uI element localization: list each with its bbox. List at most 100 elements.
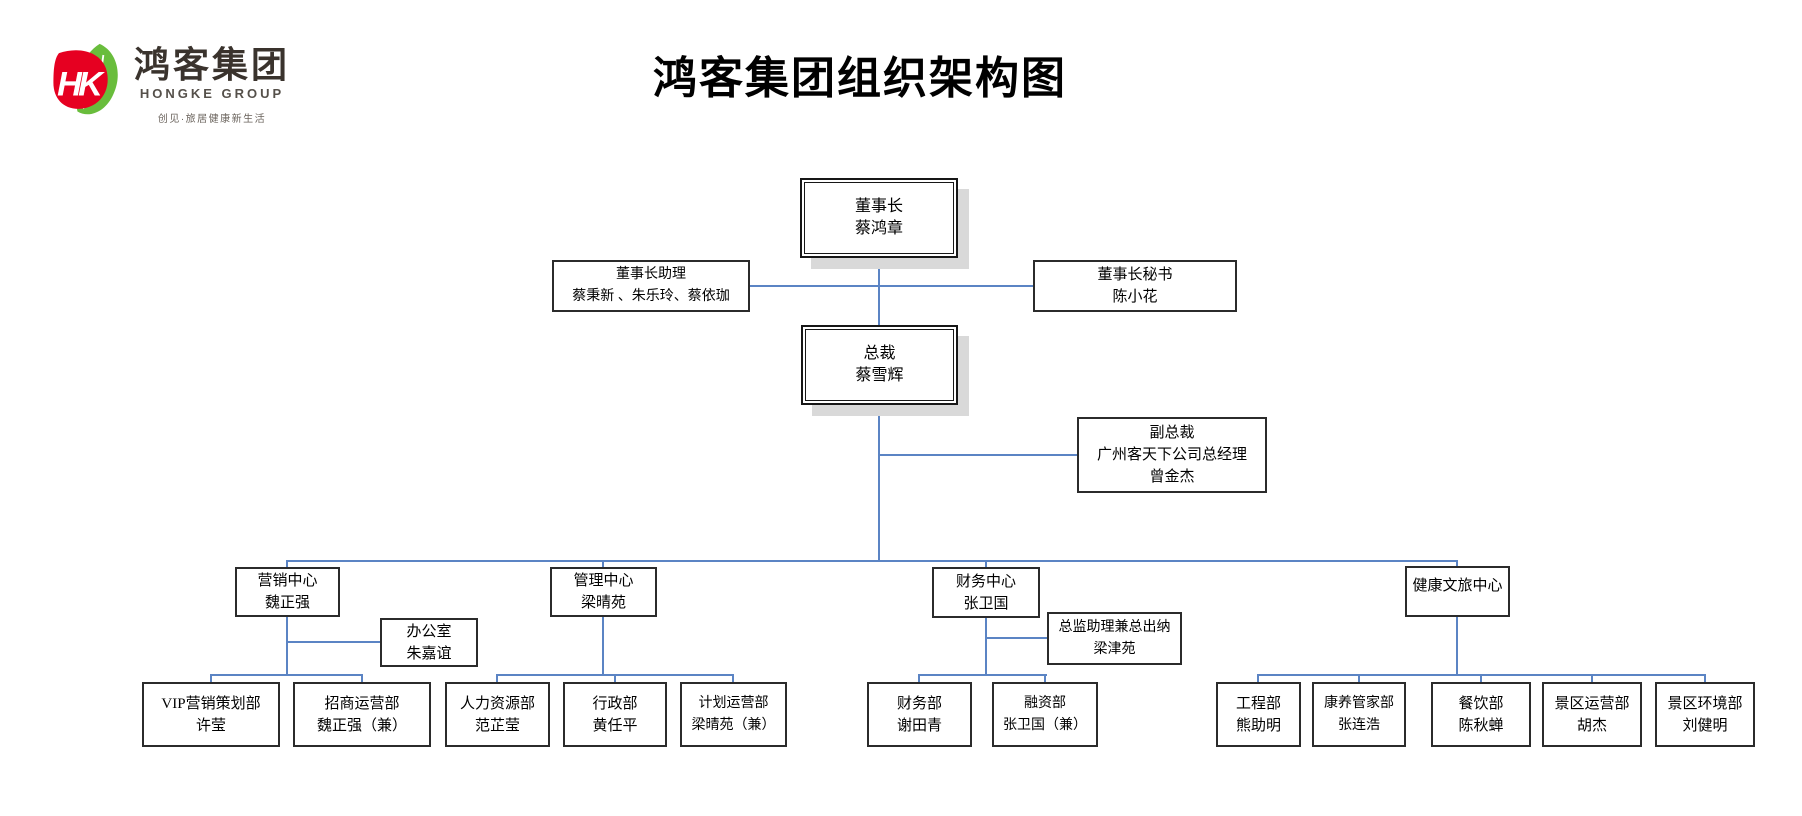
connector-line [496, 674, 498, 683]
org-box-label: 刘健明 [1682, 717, 1728, 734]
connector-line [1591, 674, 1593, 683]
org-box-health-tourism-center: 健康文旅中心 [1405, 566, 1510, 617]
org-box-label: 蔡鸿章 [854, 220, 903, 237]
org-box-chairman-assistant: 董事长助理蔡秉新 、朱乐玲、蔡依珈 [552, 260, 750, 312]
org-box-finance-center: 财务中心张卫国 [932, 567, 1040, 618]
logo-cn-name: 鸿客集团 [133, 44, 290, 85]
connector-line [1704, 674, 1706, 683]
org-box-label: 陈秋蝉 [1458, 717, 1504, 734]
org-box-label: 张连浩 [1338, 717, 1380, 733]
connector-line [985, 560, 987, 568]
connector-line [286, 641, 382, 643]
connector-line [361, 674, 363, 683]
page-title: 鸿客集团组织架构图 [653, 54, 1067, 103]
org-box-label: 蔡雪辉 [855, 367, 904, 384]
org-box-label: 总监助理兼总出纳 [1058, 619, 1171, 635]
org-box-label: 广州客天下公司总经理 [1096, 447, 1247, 463]
org-box-label: 陈小花 [1112, 289, 1158, 305]
connector-line [1456, 560, 1458, 567]
org-box-label: 工程部 [1235, 695, 1281, 712]
org-box-label: VIP营销策划部 [161, 695, 261, 712]
connector-line [286, 560, 1458, 562]
org-box-label: 许莹 [195, 717, 226, 734]
org-box-chairman: 董事长蔡鸿章 [800, 178, 958, 258]
connector-line [878, 258, 880, 325]
org-box-label: 梁晴苑 [580, 595, 626, 611]
org-box-investment-ops-dept: 招商运营部魏正强（兼） [293, 682, 431, 747]
org-box-label: 黄任平 [592, 717, 638, 734]
org-box-label: 行政部 [592, 695, 638, 712]
org-box-hr-dept: 人力资源部范芷莹 [445, 682, 550, 747]
org-box-label: 董事长 [854, 198, 903, 215]
org-box-marketing-center: 营销中心魏正强 [235, 567, 340, 617]
org-box-label: 魏正强 [264, 595, 310, 611]
connector-line [918, 674, 920, 683]
org-box-label: 胡杰 [1576, 717, 1607, 734]
org-box-label: 魏正强（兼） [316, 717, 407, 734]
org-box-label: 谢田青 [896, 717, 942, 734]
org-box-label: 张卫国（兼） [1003, 717, 1087, 733]
connector-line [879, 454, 1077, 456]
org-box-label: 梁津苑 [1093, 641, 1136, 657]
org-box-treasurer-assistant: 总监助理兼总出纳梁津苑 [1047, 612, 1182, 665]
connector-line [749, 285, 1034, 287]
org-box-scenic-ops-dept: 景区运营部胡杰 [1542, 682, 1642, 747]
org-box-label: 董事长秘书 [1097, 267, 1173, 283]
org-box-label: 管理中心 [573, 573, 634, 589]
org-box-label: 办公室 [406, 623, 452, 640]
org-box-president: 总裁蔡雪辉 [801, 325, 958, 405]
org-box-wellness-butler-dept: 康养管家部张连浩 [1312, 682, 1406, 747]
connector-line [1044, 674, 1046, 683]
connector-line [1358, 674, 1360, 683]
org-box-label: 景区环境部 [1667, 695, 1743, 712]
connector-line [985, 637, 1048, 639]
connector-line [918, 674, 1047, 676]
connector-line [286, 560, 288, 568]
org-box-label: 财务部 [896, 695, 942, 712]
connector-line [614, 674, 616, 683]
org-box-label: 朱嘉谊 [406, 645, 452, 662]
connector-line [878, 405, 880, 562]
org-box-label: 计划运营部 [698, 695, 769, 711]
org-box-label: 营销中心 [257, 573, 318, 589]
org-box-label: 梁晴苑（兼） [691, 717, 776, 733]
org-box-label: 副总裁 [1149, 425, 1195, 441]
connector-line [732, 674, 734, 683]
org-box-catering-dept: 餐饮部陈秋蝉 [1431, 682, 1531, 747]
connector-line [1480, 674, 1482, 683]
org-box-label: 招商运营部 [324, 695, 400, 712]
connector-line [1257, 674, 1259, 683]
org-box-label: 景区运营部 [1554, 695, 1630, 712]
logo-slogan: 创见·旅居健康新生活 [157, 114, 267, 125]
org-box-office: 办公室朱嘉谊 [380, 618, 478, 667]
connector-line [210, 674, 363, 676]
org-box-label: 健康文旅中心 [1412, 578, 1503, 594]
org-box-label: 曾金杰 [1149, 469, 1195, 485]
org-box-label: 范芷莹 [474, 717, 520, 734]
connector-line [1456, 617, 1458, 676]
org-box-vip-marketing-dept: VIP营销策划部许莹 [142, 682, 280, 747]
org-box-label: 餐饮部 [1458, 695, 1504, 712]
org-box-vice-president: 副总裁广州客天下公司总经理曾金杰 [1077, 417, 1267, 493]
org-box-chairman-secretary: 董事长秘书陈小花 [1033, 260, 1237, 312]
org-box-label: 总裁 [863, 345, 896, 362]
hongke-logo-icon: HK [46, 42, 120, 118]
connector-line [985, 618, 987, 676]
org-box-label: 张卫国 [963, 595, 1009, 612]
connector-line [210, 674, 212, 683]
org-box-label: 熊助明 [1235, 717, 1281, 734]
org-box-label: 蔡秉新 、朱乐玲、蔡依珈 [572, 289, 730, 304]
logo-text-block: 鸿客集团 HONGKE GROUP 创见·旅居健康新生活 [130, 44, 294, 126]
org-box-label: 康养管家部 [1324, 695, 1394, 711]
org-box-label: 董事长助理 [616, 267, 686, 282]
org-box-engineering-dept: 工程部熊助明 [1216, 682, 1301, 747]
org-box-finance-dept: 财务部谢田青 [867, 682, 972, 747]
connector-line [602, 617, 604, 676]
org-box-scenic-env-dept: 景区环境部刘健明 [1655, 682, 1755, 747]
org-box-financing-dept: 融资部张卫国（兼） [992, 682, 1098, 747]
connector-line [602, 560, 604, 568]
org-box-label: 人力资源部 [459, 695, 535, 712]
org-box-management-center: 管理中心梁晴苑 [550, 567, 657, 617]
